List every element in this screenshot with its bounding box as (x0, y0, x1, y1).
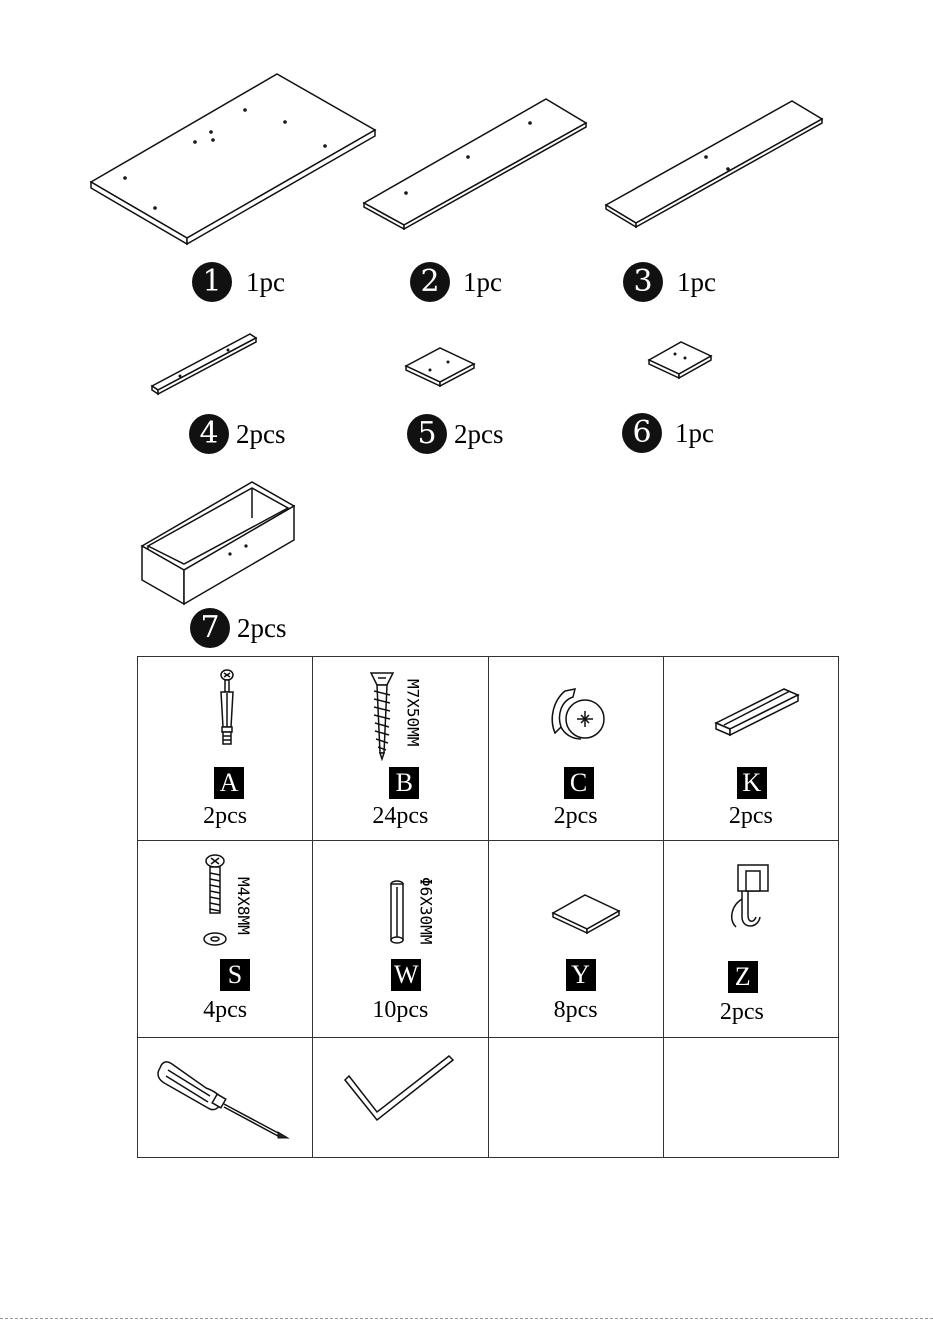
part-quantity: 2pcs (454, 414, 504, 454)
tool-cell-screwdriver (138, 1038, 313, 1158)
long-shelf-panel-icon (364, 99, 586, 229)
empty-cell (488, 1038, 663, 1158)
hardware-size-label: M7X50MM (403, 679, 422, 746)
part-number-badge: 1 (192, 262, 232, 302)
part-7-drawing (138, 478, 300, 610)
hardware-letter: B (389, 767, 419, 799)
empty-cell (663, 1038, 838, 1158)
hardware-quantity: 2pcs (138, 803, 312, 830)
part-number-badge: 2 (410, 262, 450, 302)
hardware-cell-c: C 2pcs (488, 657, 663, 841)
hardware-size-label: M4X8MM (234, 877, 253, 935)
drawer-box-icon (142, 482, 294, 604)
wooden-dowel-icon (385, 879, 409, 945)
hardware-quantity: 2pcs (655, 999, 829, 1026)
hardware-letter: A (214, 767, 244, 799)
hardware-cell-b: M7X50MM B 24pcs (313, 657, 488, 841)
small-square-panel-icon (406, 348, 474, 386)
hardware-cell-z: Z 2pcs (663, 841, 838, 1038)
part-number-badge: 3 (623, 262, 663, 302)
hardware-cell-y: Y 8pcs (488, 841, 663, 1038)
hardware-cell-w: Φ6X30MM W 10pcs (313, 841, 488, 1038)
hardware-quantity: 24pcs (313, 803, 487, 830)
hardware-cell-a: A 2pcs (138, 657, 313, 841)
rail-strip-icon (152, 334, 256, 394)
part-2-drawing (360, 95, 590, 230)
part-quantity: 1pc (246, 262, 285, 302)
part-1-drawing (85, 70, 380, 245)
hardware-cell-k: K 2pcs (663, 657, 838, 841)
bracket-strip-icon (714, 685, 804, 737)
hardware-letter: S (220, 959, 250, 991)
small-square-panel-icon (649, 342, 711, 378)
hardware-cell-s: M4X8MM S 4pcs (138, 841, 313, 1038)
hardware-letter: C (564, 767, 594, 799)
cam-lock-icon (547, 685, 607, 745)
part-quantity: 1pc (675, 413, 714, 453)
large-panel-icon (91, 74, 375, 244)
hardware-quantity: 4pcs (138, 997, 312, 1024)
tool-cell-allen-key (313, 1038, 488, 1158)
cam-bolt-icon (212, 667, 242, 749)
hardware-quantity: 2pcs (664, 803, 838, 830)
part-4-drawing (150, 330, 260, 400)
screw-icon (367, 669, 397, 761)
part-quantity: 1pc (677, 262, 716, 302)
part-number-badge: 5 (407, 414, 447, 454)
part-5-drawing (402, 340, 482, 390)
hardware-quantity: 2pcs (489, 803, 663, 830)
part-6-drawing (645, 336, 720, 381)
part-number-badge: 7 (190, 608, 230, 648)
hardware-table: A 2pcs M7X50MM B 24pcs (137, 656, 839, 1158)
part-quantity: 1pc (463, 262, 502, 302)
part-quantity: 2pcs (236, 414, 286, 454)
hardware-quantity: 8pcs (489, 997, 663, 1024)
part-number-badge: 4 (189, 414, 229, 454)
part-quantity: 2pcs (237, 608, 287, 648)
allen-key-icon (339, 1048, 459, 1128)
screwdriver-icon (154, 1056, 294, 1140)
machine-screw-washer-icon (198, 853, 234, 949)
part-number-badge: 6 (622, 413, 662, 453)
hardware-letter: W (391, 959, 421, 991)
part-3-drawing (602, 97, 832, 232)
hardware-letter: K (737, 767, 767, 799)
hardware-letter: Z (728, 961, 758, 993)
hardware-letter: Y (566, 959, 596, 991)
hardware-size-label: Φ6X30MM (416, 877, 435, 944)
hardware-quantity: 10pcs (313, 997, 487, 1024)
page-edge-rule (0, 1318, 933, 1319)
long-shelf-panel-icon (606, 101, 822, 227)
felt-pad-icon (549, 891, 625, 937)
double-hook-icon (720, 859, 780, 939)
